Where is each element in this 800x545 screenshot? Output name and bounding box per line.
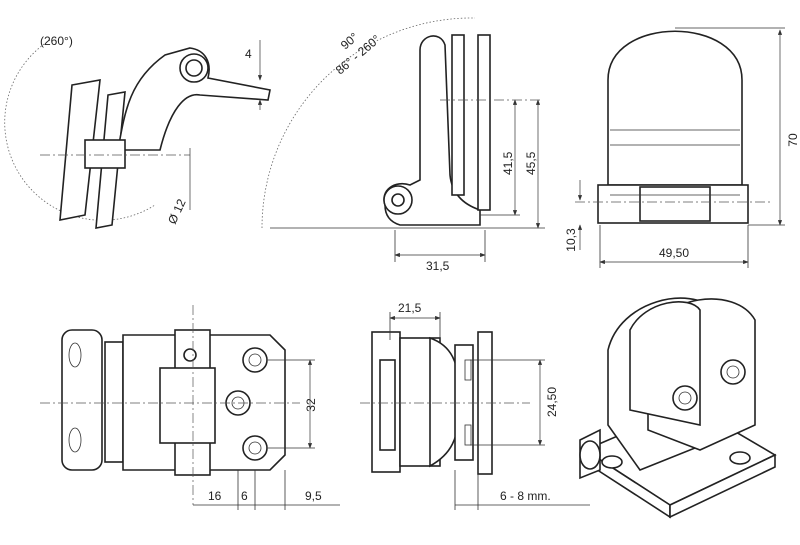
dim-label-9-5: 9,5 — [305, 489, 322, 503]
view-plan — [360, 312, 590, 510]
glass-range-label: 6 - 8 mm. — [500, 489, 551, 503]
hole-spacing-label: 32 — [304, 398, 318, 412]
view-front — [575, 27, 785, 268]
hole-diameter-label: Ø 12 — [165, 196, 189, 226]
offset-label: 21,5 — [398, 301, 422, 315]
glass-hole-spacing-label: 24,50 — [545, 387, 559, 417]
opening-angle-label: (260°) — [40, 34, 73, 48]
dim-label-16: 16 — [208, 489, 222, 503]
front-width-label: 49,50 — [659, 246, 689, 260]
thickness-label: 4 — [245, 47, 252, 61]
front-height-label: 70 — [786, 133, 800, 147]
height-label-b: 45,5 — [524, 151, 538, 175]
view-opening-side — [4, 39, 271, 229]
opening-arc — [4, 39, 156, 221]
base-height-label: 10,3 — [564, 228, 578, 252]
view-top — [40, 305, 340, 510]
dim-label-6: 6 — [241, 489, 248, 503]
view-profile-side — [261, 17, 545, 262]
view-isometric — [579, 297, 777, 519]
height-label-a: 41,5 — [501, 151, 515, 175]
depth-label: 31,5 — [426, 259, 450, 273]
